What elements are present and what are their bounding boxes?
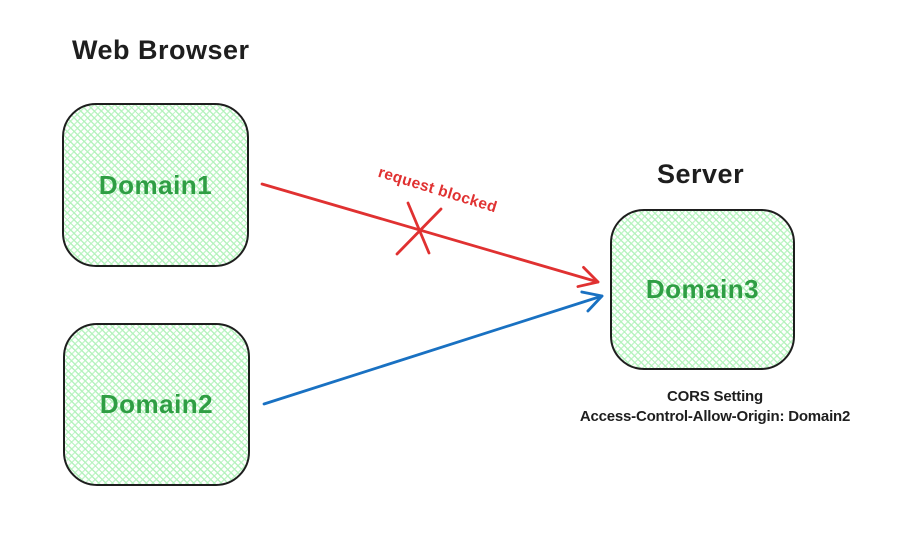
cors-note: CORS Setting Access-Control-Allow-Origin… xyxy=(565,387,865,426)
cors-note-line1: CORS Setting xyxy=(667,388,763,405)
server-title: Server xyxy=(657,159,745,189)
domain1-label: Domain1 xyxy=(98,169,213,200)
request-blocked-label: request blocked xyxy=(376,164,499,217)
domain2-box: Domain2 xyxy=(63,323,250,486)
cors-note-line2: Access-Control-Allow-Origin: Domain2 xyxy=(579,407,851,425)
domain1-box: Domain1 xyxy=(62,103,249,267)
domain3-label: Domain3 xyxy=(645,274,760,304)
blocked-request-arrow xyxy=(260,182,600,288)
domain3-box: Domain3 xyxy=(610,209,795,370)
domain2-label: Domain2 xyxy=(99,389,214,419)
allowed-request-arrow xyxy=(262,290,604,406)
x-mark xyxy=(395,201,443,256)
x-mark-stroke-1 xyxy=(406,201,431,255)
x-mark-stroke-2 xyxy=(395,207,443,256)
web-browser-title: Web Browser xyxy=(72,35,250,65)
